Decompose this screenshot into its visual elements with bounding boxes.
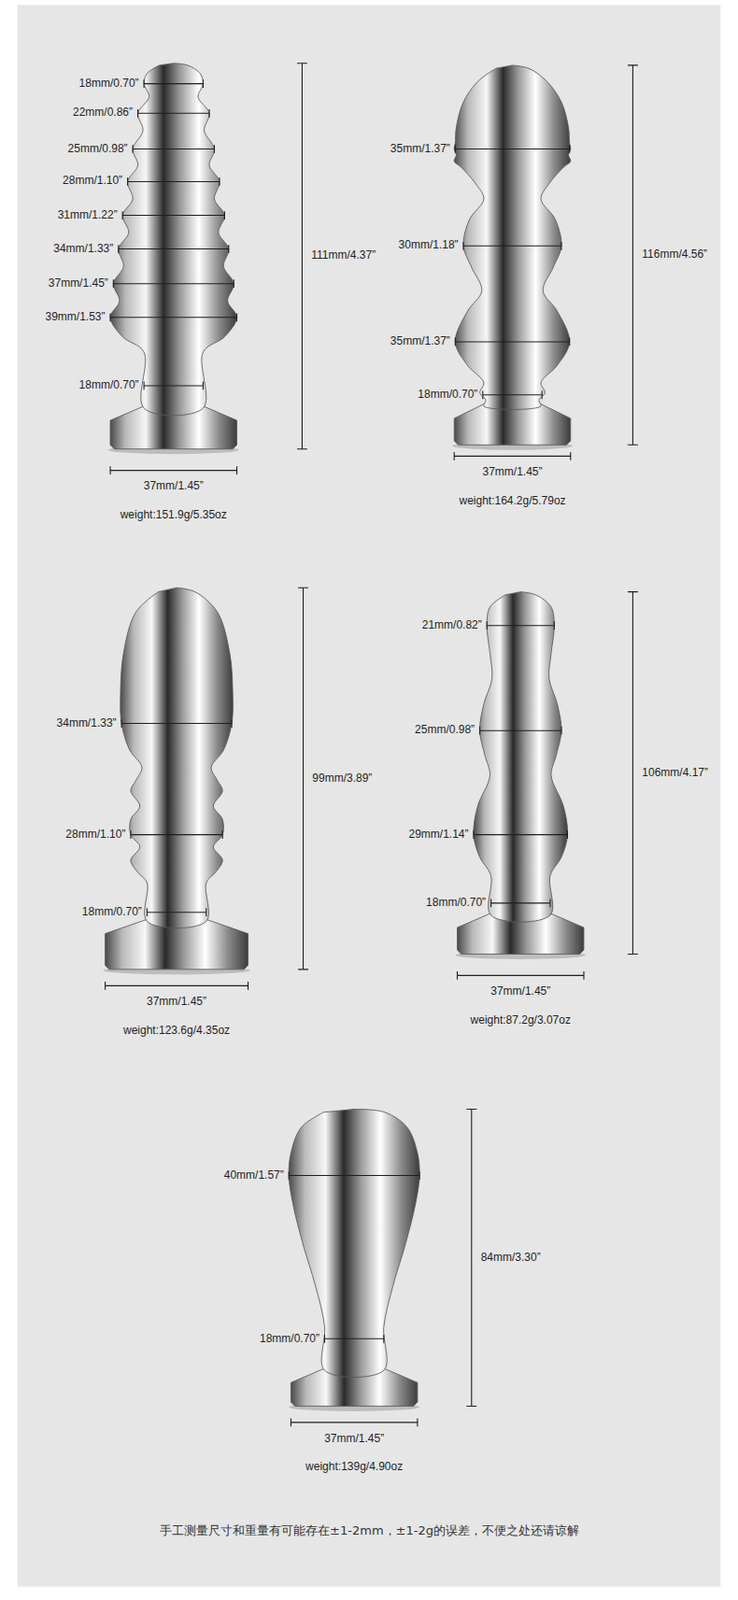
dimension-line <box>122 211 225 220</box>
dimension-label: 22mm/0.86” <box>72 106 133 120</box>
dimension-label: 37mm/1.45” <box>146 995 207 1009</box>
plug-body <box>454 65 571 411</box>
dimension-line <box>324 1334 384 1344</box>
dimension-label: 37mm/1.45” <box>48 277 109 291</box>
dimension-line <box>473 830 568 839</box>
dimension-label: 35mm/1.37” <box>390 142 451 157</box>
dimension-line <box>127 177 220 186</box>
plug-body <box>120 587 234 928</box>
height-dimension: 116mm/4.56” <box>641 248 708 262</box>
dimension-line <box>143 382 203 391</box>
dimension-label: weight:87.2g/3.07oz <box>470 1014 571 1028</box>
dimension-label: 34mm/1.33” <box>53 242 114 256</box>
dimension-label: 37mm/1.45” <box>482 466 543 480</box>
dimension-label: 25mm/0.98” <box>68 142 128 157</box>
dimension-line <box>482 390 542 399</box>
width-line <box>110 466 237 475</box>
dimension-label: 18mm/0.70” <box>82 906 142 920</box>
dimension-label: 35mm/1.37” <box>390 335 451 349</box>
height-line <box>466 1109 477 1407</box>
dimension-line <box>118 244 229 254</box>
caption: 手工测量尺寸和重量有可能存在±1-2mm，±1-2g的误差，不便之处还请谅解 <box>159 1522 580 1540</box>
height-line <box>627 592 639 955</box>
dimension-label: 29mm/1.14” <box>409 828 469 842</box>
dimension-label: 30mm/1.18” <box>398 239 459 253</box>
background-panel <box>17 4 722 1587</box>
dimension-line <box>113 279 234 288</box>
width-line <box>456 971 583 980</box>
width-line <box>105 981 249 991</box>
dimension-label: 21mm/0.82” <box>422 619 483 633</box>
dimension-line <box>288 1171 420 1180</box>
height-dimension: 111mm/4.37” <box>311 249 376 263</box>
dimension-label: 39mm/1.53” <box>45 311 106 325</box>
dimension-label: weight:151.9g/5.35oz <box>120 509 228 523</box>
dimension-line <box>143 79 203 88</box>
height-line <box>297 63 308 450</box>
dimension-line <box>454 338 569 347</box>
dimension-label: weight:139g/4.90oz <box>305 1461 403 1475</box>
dimension-line <box>146 908 206 917</box>
dimension-label: 25mm/0.98” <box>414 723 475 738</box>
dimension-line <box>121 719 232 728</box>
height-line <box>627 65 639 445</box>
dimension-label: weight:164.2g/5.79oz <box>458 495 566 509</box>
height-dimension: 84mm/3.30” <box>481 1251 541 1265</box>
dimension-label: 40mm/1.57” <box>224 1169 284 1183</box>
dimension-line <box>138 109 210 118</box>
width-line <box>290 1419 417 1428</box>
plug-base <box>454 404 571 446</box>
dimension-line <box>463 241 562 251</box>
dimension-label: 18mm/0.70” <box>259 1333 320 1347</box>
dimension-label: 18mm/0.70” <box>417 388 478 402</box>
dimension-line <box>454 144 569 154</box>
dimension-line <box>132 144 214 154</box>
dimension-label: 37mm/1.45” <box>324 1433 384 1447</box>
dimension-label: 37mm/1.45” <box>143 480 204 494</box>
dimension-label: 18mm/0.70” <box>79 379 140 393</box>
height-dimension: 99mm/3.89” <box>312 772 372 786</box>
dimension-line <box>130 830 223 839</box>
dimension-line <box>110 312 237 322</box>
plug-body <box>473 592 568 923</box>
dimension-label: 37mm/1.45” <box>490 985 551 999</box>
dimension-line <box>491 898 551 908</box>
dimension-label: weight:123.6g/4.35oz <box>123 1024 230 1038</box>
dimension-label: 28mm/1.10” <box>62 175 123 189</box>
dimension-line <box>486 621 554 630</box>
dimension-label: 18mm/0.70” <box>425 896 486 910</box>
height-dimension: 106mm/4.17” <box>641 766 709 781</box>
dimension-label: 34mm/1.33” <box>56 717 117 731</box>
dimension-label: 28mm/1.10” <box>65 828 126 842</box>
dimension-line <box>480 726 562 736</box>
width-line <box>454 452 571 461</box>
dimension-label: 31mm/1.22” <box>57 209 118 223</box>
height-line <box>298 587 309 970</box>
dimension-label: 18mm/0.70” <box>79 77 140 91</box>
